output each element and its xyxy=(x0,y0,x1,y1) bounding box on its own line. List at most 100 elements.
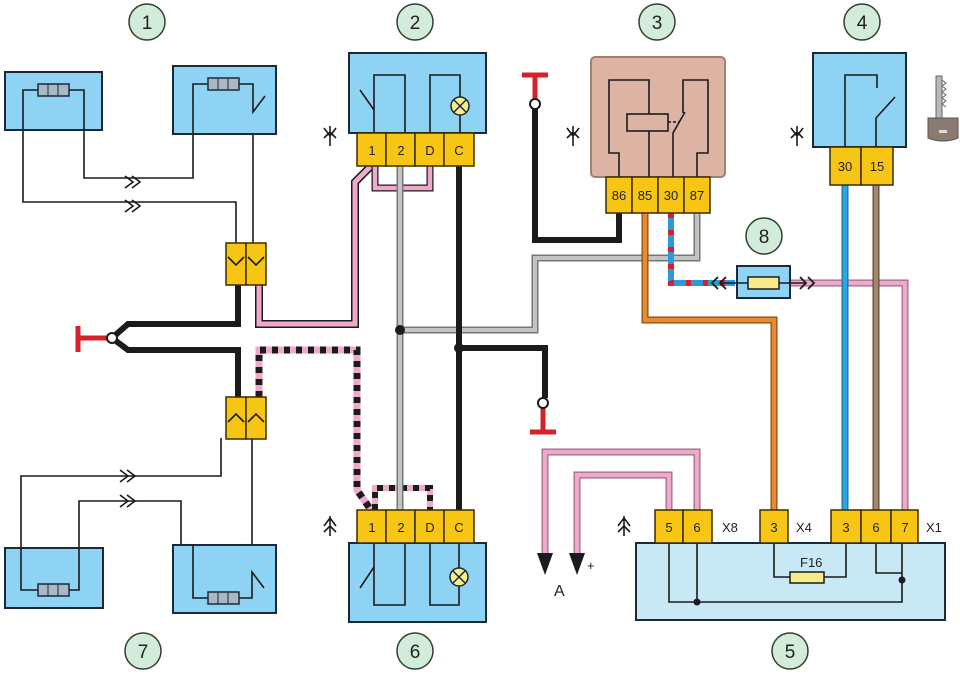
label-text: 30 xyxy=(838,159,852,174)
label-text: 2 xyxy=(410,13,421,34)
label-text: 8 xyxy=(759,227,770,248)
label-text: C xyxy=(454,520,463,535)
label-text: 85 xyxy=(638,188,652,203)
label-text: 2 xyxy=(397,143,404,158)
ignition-switch: 30 15 xyxy=(812,52,907,186)
diagram-shape xyxy=(668,543,903,603)
label-text: 6 xyxy=(872,520,879,535)
fuse-8 xyxy=(720,265,806,299)
label-text: 3 xyxy=(770,520,777,535)
diagram-shape xyxy=(747,276,780,290)
diagram-shape xyxy=(453,99,467,113)
diagram-shape xyxy=(4,71,103,131)
ground-right-icon xyxy=(530,397,556,435)
diagram-shape xyxy=(537,397,549,409)
diagram-shape xyxy=(452,570,466,584)
diagram-shape xyxy=(443,132,475,167)
label-text: 5 xyxy=(665,520,672,535)
label-text: X1 xyxy=(926,520,942,535)
diagram-shape xyxy=(172,65,277,135)
label-2: 2 xyxy=(396,3,434,41)
plug-symbol-icon xyxy=(323,126,804,536)
label-1: 1 xyxy=(128,3,166,41)
connector-top xyxy=(225,242,267,286)
diagram-shape xyxy=(537,553,585,575)
diagram-shape xyxy=(385,509,416,544)
connector-arrow-icon xyxy=(119,175,142,508)
lamp-heater-bottom-left xyxy=(4,547,104,609)
diagram-shape xyxy=(359,74,461,133)
diagram-shape xyxy=(443,509,475,544)
diagram-shape xyxy=(207,591,240,605)
diagram-shape xyxy=(683,176,711,214)
key-icon xyxy=(927,75,959,142)
diagram-shape xyxy=(217,592,229,604)
diagram-shape xyxy=(414,509,445,544)
diagram-shape xyxy=(356,132,387,167)
label-text: 3 xyxy=(652,13,663,34)
diagram-shape xyxy=(225,396,247,440)
diagram-shape xyxy=(530,408,556,435)
diagram-shape xyxy=(37,583,70,597)
diagram-shape xyxy=(532,108,622,243)
diagram-shape xyxy=(844,74,896,147)
diagram-shape xyxy=(4,547,104,609)
lamp-heater-bottom-right xyxy=(172,544,277,614)
label-6: 6 xyxy=(396,632,434,670)
label-text: 15 xyxy=(870,159,884,174)
diagram-shape xyxy=(192,83,266,134)
label-text: C xyxy=(454,143,463,158)
label-text: 6 xyxy=(410,642,421,663)
diagram-shape xyxy=(396,632,434,670)
label-3: 3 xyxy=(638,3,676,41)
fuse-f16-label: F16 xyxy=(800,555,822,570)
label-text: 5 xyxy=(785,642,796,663)
diagram-shape xyxy=(927,117,959,142)
diagram-shape xyxy=(124,632,162,670)
diagram-shape xyxy=(626,113,669,132)
label-text: 30 xyxy=(664,188,678,203)
ground-left-icon xyxy=(75,326,118,352)
label-4: 4 xyxy=(843,3,881,41)
diagram-shape xyxy=(398,166,699,510)
label-text: 2 xyxy=(397,520,404,535)
ground-relay-icon xyxy=(522,72,548,110)
diagram-shape xyxy=(939,130,947,133)
diagram-shape xyxy=(860,509,892,544)
diagram-shape xyxy=(529,98,541,110)
connector-bottom xyxy=(225,396,267,440)
label-text: 7 xyxy=(138,642,149,663)
label-text: 86 xyxy=(612,188,626,203)
label-text: 6 xyxy=(693,520,700,535)
diagram-shape xyxy=(771,632,809,670)
diagram-shape xyxy=(227,256,265,267)
diagram-shape xyxy=(605,176,633,214)
diagram-shape xyxy=(22,90,237,243)
label-text: 1 xyxy=(142,13,153,34)
diagram-shape xyxy=(608,79,709,177)
diagram-shape xyxy=(668,213,735,286)
diagram-shape xyxy=(256,164,373,327)
label-5: 5 xyxy=(771,632,809,670)
diagram-shape xyxy=(396,3,434,41)
label-text: A xyxy=(554,583,565,600)
diagram-shape xyxy=(790,280,908,510)
label-text: X8 xyxy=(722,520,738,535)
diagram-shape xyxy=(359,543,460,606)
diagram-shape xyxy=(47,584,59,596)
diagram-shape xyxy=(631,176,659,214)
diagram-shape xyxy=(110,335,241,397)
label-text: 1 xyxy=(368,143,375,158)
label-text: 3 xyxy=(842,520,849,535)
diagram-shape xyxy=(75,326,108,352)
diagram-shape xyxy=(898,576,906,584)
output-arrows: A + xyxy=(537,553,595,600)
diagram-shape xyxy=(456,166,548,510)
diagram-shape xyxy=(192,545,265,599)
diagram-shape xyxy=(110,285,241,341)
diagram-shape xyxy=(668,213,735,286)
label-8: 8 xyxy=(745,217,783,255)
diagram-shape xyxy=(522,72,548,100)
label-text: 1 xyxy=(368,520,375,535)
diagram-shape xyxy=(47,84,59,96)
